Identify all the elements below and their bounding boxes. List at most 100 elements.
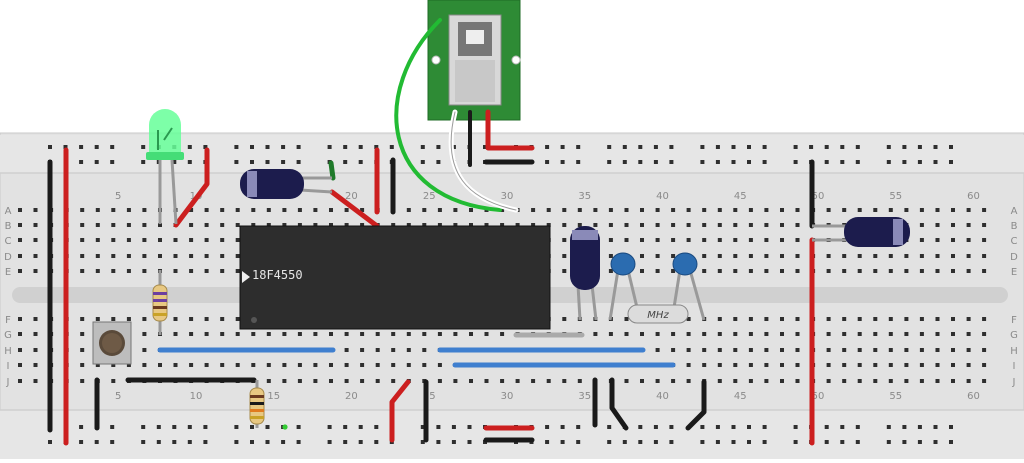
- wire-green: [394, 18, 502, 212]
- rail-hole: [576, 440, 581, 444]
- breadboard-hole: [18, 223, 22, 227]
- breadboard-hole: [282, 379, 287, 383]
- breadboard-hole: [904, 348, 909, 352]
- capacitor-ceramic-2: [670, 252, 706, 321]
- breadboard-hole: [951, 269, 955, 273]
- breadboard-hole: [919, 348, 924, 352]
- column-label: 60: [967, 391, 980, 402]
- breadboard-hole: [842, 348, 847, 352]
- breadboard-hole: [173, 254, 178, 258]
- breadboard-hole: [562, 238, 567, 242]
- breadboard-hole: [235, 332, 240, 336]
- breadboard-hole: [266, 332, 271, 336]
- breadboard-hole: [406, 332, 411, 336]
- breadboard-hole: [826, 269, 831, 273]
- breadboard-hole: [919, 317, 924, 321]
- rail-hole: [638, 425, 643, 429]
- rail-hole: [824, 425, 829, 429]
- rail-hole: [824, 160, 829, 164]
- breadboard-hole: [235, 254, 240, 258]
- breadboard-hole: [857, 348, 862, 352]
- breadboard-hole: [111, 363, 116, 367]
- breadboard-hole: [764, 254, 769, 258]
- row-label: H: [4, 346, 12, 357]
- breadboard-hole: [624, 332, 629, 336]
- rail-hole: [933, 145, 938, 149]
- rail-hole: [793, 425, 798, 429]
- breadboard-hole: [888, 208, 893, 212]
- rail-hole: [762, 440, 767, 444]
- column-label: 50: [812, 391, 825, 402]
- rail-hole: [793, 440, 798, 444]
- breadboard-hole: [982, 332, 987, 336]
- rail-hole: [265, 160, 270, 164]
- rail-hole: [700, 145, 705, 149]
- breadboard-hole: [111, 379, 116, 383]
- breadboard-hole: [640, 379, 644, 383]
- breadboard-hole: [982, 363, 987, 367]
- breadboard-hole: [982, 254, 987, 258]
- row-label: C: [5, 236, 12, 247]
- breadboard-hole: [935, 208, 940, 212]
- breadboard-hole: [686, 208, 691, 212]
- breadboard-hole: [919, 238, 924, 242]
- breadboard-hole: [562, 379, 567, 383]
- breadboard-hole: [531, 208, 536, 212]
- wire-red: [389, 379, 411, 443]
- chip-notch: [242, 271, 250, 283]
- breadboard-hole: [717, 254, 722, 258]
- breadboard-hole: [189, 269, 194, 273]
- rail-hole: [902, 440, 907, 444]
- rail-hole: [327, 425, 332, 429]
- breadboard-hole: [826, 363, 831, 367]
- breadboard-hole: [624, 208, 629, 212]
- breadboard-hole: [80, 238, 85, 242]
- column-label: 20: [345, 391, 358, 402]
- breadboard-hole: [562, 317, 567, 321]
- breadboard-hole: [344, 208, 349, 212]
- breadboard-hole: [220, 208, 225, 212]
- rail-hole: [607, 160, 612, 164]
- rail-hole: [886, 425, 891, 429]
- rail-hole: [855, 145, 860, 149]
- rail-hole: [886, 440, 891, 444]
- breadboard-hole: [360, 208, 365, 212]
- breadboard-hole: [795, 379, 800, 383]
- breadboard-hole: [204, 332, 209, 336]
- breadboard-hole: [266, 223, 271, 227]
- rail-hole: [747, 145, 751, 149]
- row-label: C: [1011, 236, 1018, 247]
- rail-hole: [886, 145, 891, 149]
- breadboard-hole: [406, 208, 411, 212]
- breadboard-hole: [888, 332, 893, 336]
- push-button: [92, 321, 132, 365]
- rail-hole: [436, 425, 441, 429]
- breadboard-hole: [18, 254, 22, 258]
- breadboard-hole: [80, 269, 85, 273]
- breadboard-hole: [266, 208, 271, 212]
- breadboard-hole: [826, 379, 831, 383]
- breadboard-hole: [422, 208, 427, 212]
- column-label: 10: [190, 391, 203, 402]
- breadboard-hole: [686, 379, 691, 383]
- breadboard-hole: [375, 379, 380, 383]
- column-label: 30: [501, 191, 514, 202]
- breadboard-hole: [531, 223, 536, 227]
- usb-breakout: [427, 0, 521, 121]
- breadboard-hole: [717, 269, 722, 273]
- breadboard-hole: [640, 223, 644, 227]
- breadboard-hole: [484, 332, 489, 336]
- breadboard-hole: [686, 238, 691, 242]
- breadboard-hole: [857, 379, 862, 383]
- breadboard-hole: [951, 223, 955, 227]
- breadboard-hole: [717, 223, 722, 227]
- breadboard-hole: [640, 332, 644, 336]
- breadboard-hole: [80, 223, 85, 227]
- breadboard-hole: [795, 317, 800, 321]
- breadboard-hole: [888, 363, 893, 367]
- column-label: 40: [656, 391, 669, 402]
- rail-hole: [607, 145, 612, 149]
- rail-hole: [669, 425, 674, 429]
- row-label: H: [1010, 346, 1018, 357]
- resistor-led: [152, 270, 168, 335]
